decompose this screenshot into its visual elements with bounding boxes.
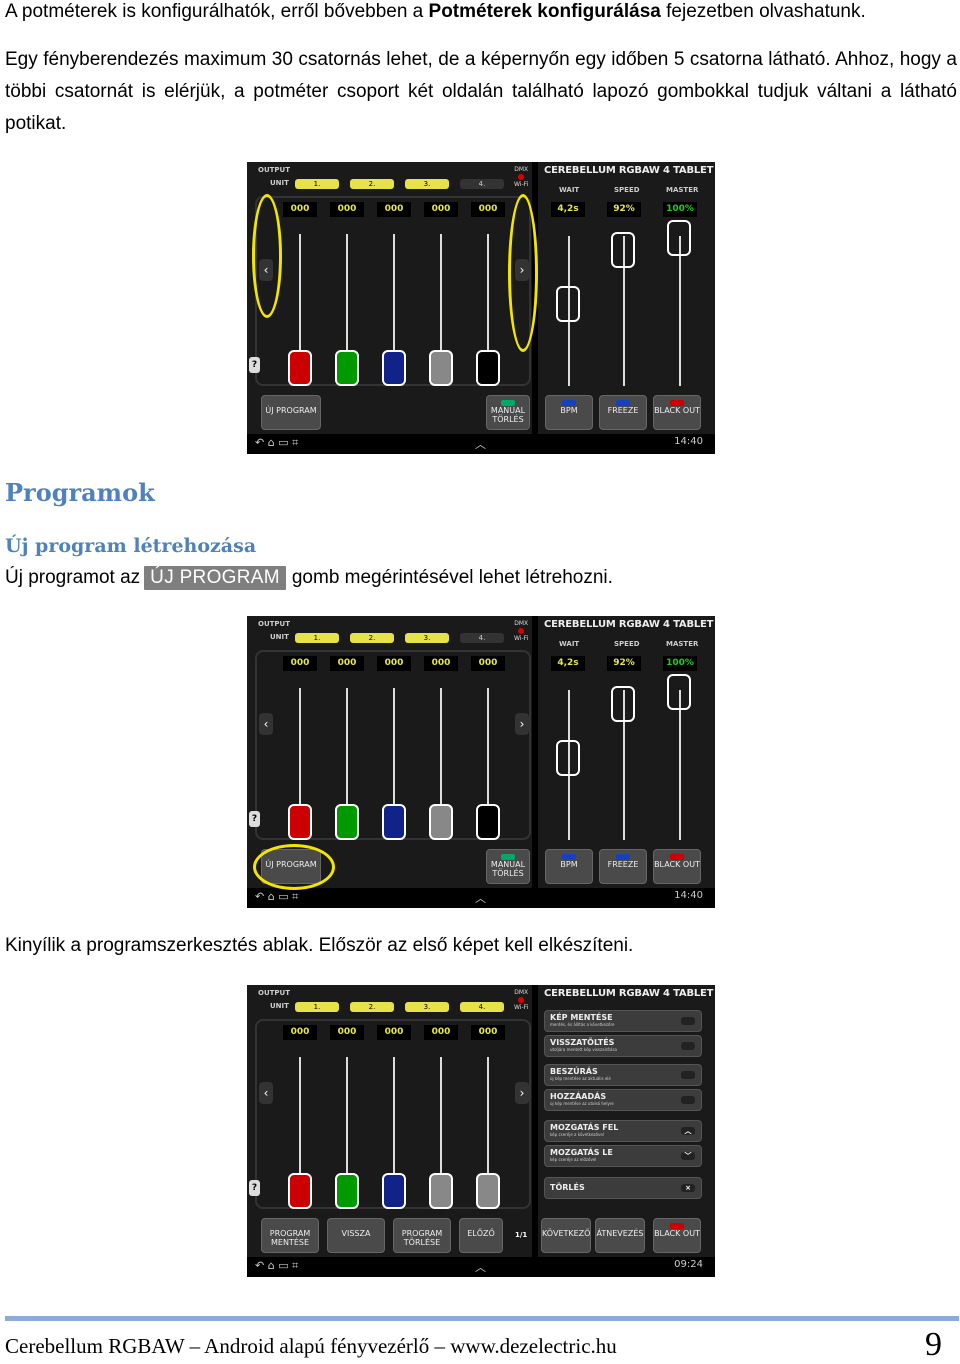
help-button[interactable]: ? [249,811,260,827]
freeze-button[interactable]: FREEZE [599,849,647,884]
help-button[interactable]: ? [249,357,260,373]
manual-clear-button[interactable]: MANUAL TÖRLÉS [486,849,530,884]
new-program-button[interactable]: ÚJ PROGRAM [261,395,321,430]
bpm-button[interactable]: BPM [545,849,593,884]
inline-new-program-button: ÚJ PROGRAM [144,566,286,590]
help-button[interactable]: ? [249,1180,260,1196]
page-left-button[interactable]: ‹ [259,713,273,735]
next-button[interactable]: KÖVETKEZŐ [541,1218,591,1253]
back-button[interactable]: VISSZA [327,1218,385,1253]
page-right-button[interactable]: › [515,713,529,735]
paragraph-editor-opens: Kinyílik a programszerkesztés ablak. Elő… [5,935,634,956]
blackout-button[interactable]: BLACK OUT [653,849,701,884]
blackout-button[interactable]: BLACK OUT [653,1218,701,1253]
delete-program-button[interactable]: PROGRAM TÖRLÉSE [393,1218,451,1253]
previous-button[interactable]: ELŐZŐ [459,1218,503,1253]
bpm-button[interactable]: BPM [545,395,593,430]
freeze-button[interactable]: FREEZE [599,395,647,430]
footer-rule [5,1316,959,1321]
paragraph-channels: Egy fényberendezés maximum 30 csatornás … [5,49,957,134]
paragraph-intro: A potméterek is konfigurálhatók, erről b… [5,1,866,22]
save-program-button[interactable]: PROGRAM MENTÉSE [261,1218,319,1253]
page-left-button[interactable]: ‹ [259,1082,273,1104]
manual-clear-button[interactable]: MANUAL TÖRLÉS [486,395,530,430]
highlight-ring-right [508,194,538,352]
page-right-button[interactable]: › [515,1082,529,1104]
blackout-button[interactable]: BLACK OUT [653,395,701,430]
rename-button[interactable]: ÁTNEVEZÉS [595,1218,645,1253]
heading-programs: Programok [5,478,155,507]
highlight-ring-new-program [253,844,335,890]
highlight-ring-left [252,194,282,318]
footer-text: Cerebellum RGBAW – Android alapú fényvez… [5,1334,617,1358]
heading-new-program: Új program létrehozása [5,535,257,557]
menu-delete[interactable]: TÖRLÉS× [544,1177,702,1199]
page-number: 9 [925,1326,942,1363]
